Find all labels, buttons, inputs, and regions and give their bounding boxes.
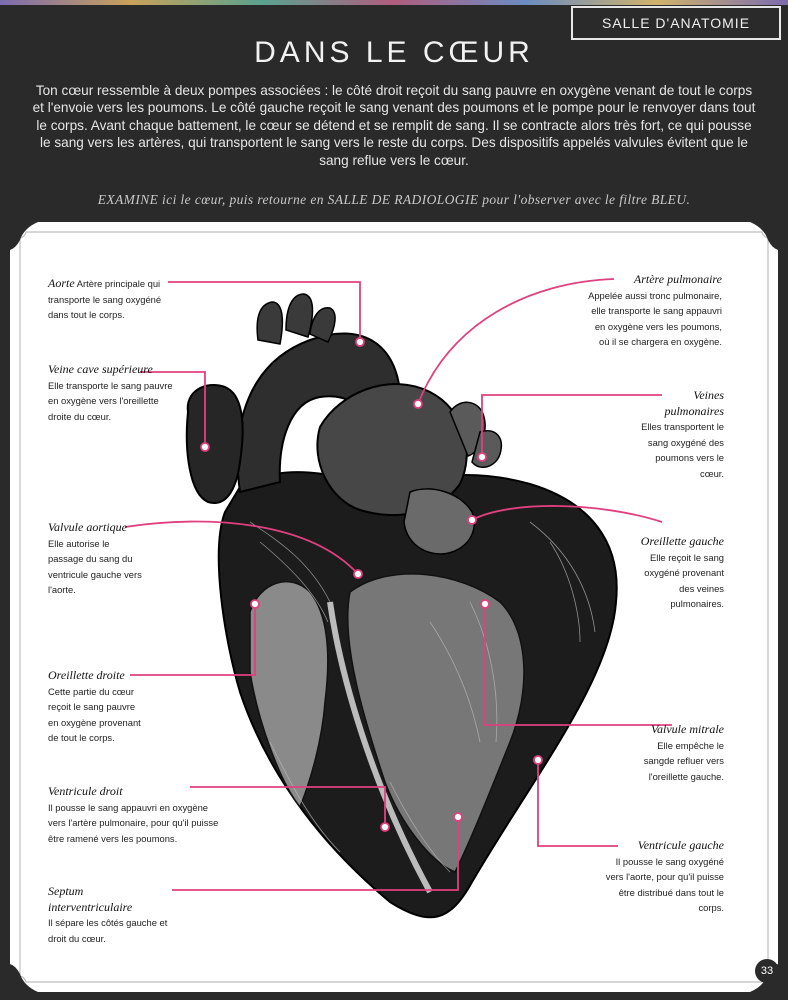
label-oreillette-droite: Oreillette droite Cette partie du cœur r… [48,668,144,746]
label-veines-pulmonaires: Veines pulmonaires Elles transportent le… [640,388,724,482]
page-number: 33 [755,959,779,983]
label-ventricule-gauche-title: Ventricule gauche [637,838,724,852]
label-ventricule-droit-text: Il pousse le sang appauvri en oxygène ve… [48,801,219,844]
label-veines-pulmonaires-text: Elles transportent le sang oxygéné des p… [641,421,724,479]
label-oreillette-gauche: Oreillette gauche Elle reçoit le sang ox… [640,534,724,612]
leader-lines [124,278,672,891]
intro-paragraph: Ton cœur ressemble à deux pompes associé… [32,83,756,168]
label-valvule-mitrale-title: Valvule mitrale [651,722,724,736]
heart-illustration [10,222,778,992]
label-ventricule-droit-title: Ventricule droit [48,784,123,798]
leader-valvule-aortique [124,520,359,575]
label-septum-title: Septum interventriculaire [48,884,133,914]
label-veine-cave: Veine cave supérieure Elle transporte le… [48,362,176,424]
page-title: DANS LE CŒUR [254,36,534,69]
label-veine-cave-text: Elle transporte le sang pauvre en oxygèn… [48,379,173,422]
heart-diagram-card: Aorte Artère principale qui transporte l… [10,222,778,992]
label-septum: Septum interventriculaire Il sépare les … [48,884,168,946]
leader-veine-cave [140,371,206,447]
label-septum-text: Il sépare les côtés gauche et droit du c… [48,917,168,944]
decorative-top-strip [0,0,788,5]
leader-artere-pulmonaire [417,278,615,405]
label-valvule-aortique-title: Valvule aortique [48,520,127,534]
leader-aorte [168,281,361,342]
label-oreillette-gauche-title: Oreillette gauche [640,534,724,548]
label-valvule-mitrale-text: Elle empêche le sangde refluer vers l'or… [643,739,724,782]
leader-oreillette-droite [130,604,256,676]
leader-ventricule-gauche [537,760,618,847]
label-oreillette-droite-title: Oreillette droite [48,668,125,682]
instruction-text: EXAMINE ici le cœur, puis retourne en SA… [97,192,691,207]
label-ventricule-gauche-text: Il pousse le sang oxygéné vers l'aorte, … [605,855,724,914]
label-valvule-aortique-text: Elle autorise le passage du sang du vent… [48,537,142,596]
leader-valvule-mitrale [484,604,672,726]
label-ventricule-gauche: Ventricule gauche Il pousse le sang oxyg… [602,838,724,916]
label-artere-pulmonaire-title: Artère pulmonaire [633,272,722,286]
label-valvule-aortique: Valvule aortique Elle autorise le passag… [48,520,144,598]
label-artere-pulmonaire: Artère pulmonaire Appelée aussi tronc pu… [582,272,722,350]
label-aorte-title: Aorte [48,276,75,290]
label-oreillette-gauche-text: Elle reçoit le sang oxygéné provenant de… [644,551,724,610]
label-valvule-mitrale: Valvule mitrale Elle empêche le sangde r… [634,722,724,784]
label-aorte-text: Artère principale qui transporte le sang… [48,278,162,321]
room-label: SALLE D'ANATOMIE [571,6,781,40]
leader-septum [172,817,459,891]
label-veine-cave-title: Veine cave supérieure [48,362,153,376]
label-veines-pulmonaires-title: Veines pulmonaires [664,388,724,418]
label-artere-pulmonaire-text: Appelée aussi tronc pulmonaire, elle tra… [588,289,722,348]
leader-endpoints [200,337,543,832]
leader-oreillette-gauche [471,505,663,523]
leader-ventricule-droit [190,786,386,827]
label-ventricule-droit: Ventricule droit Il pousse le sang appau… [48,784,228,846]
leader-veines-pulmonaires [481,394,662,457]
label-aorte: Aorte Artère principale qui transporte l… [48,276,174,323]
heart-body [185,293,618,919]
label-oreillette-droite-text: Cette partie du cœur reçoit le sang pauv… [48,685,141,744]
